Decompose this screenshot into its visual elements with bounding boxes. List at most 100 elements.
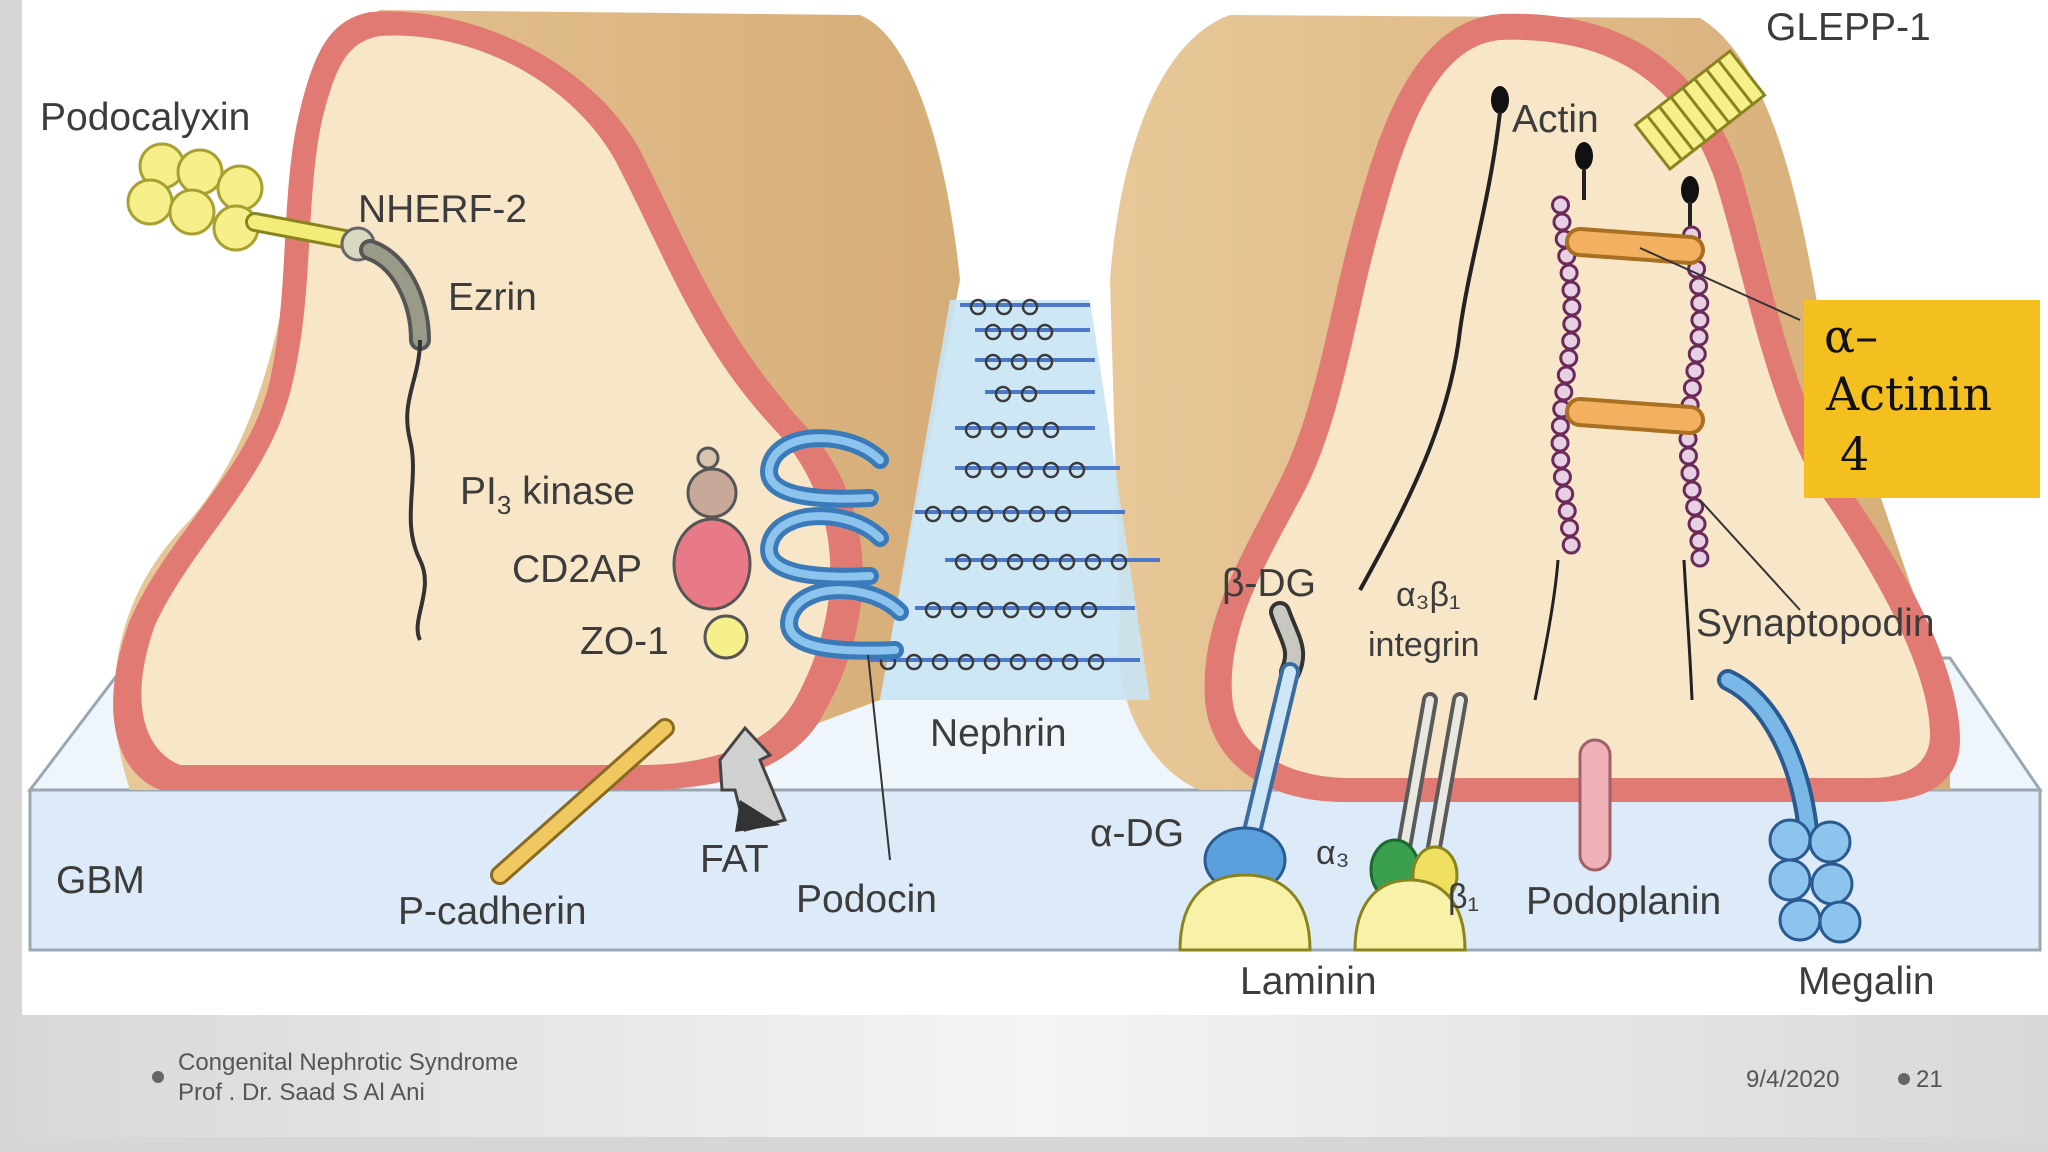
glepp1-molecule [1633, 48, 1767, 172]
footer-page-number: 21 [1916, 1066, 1943, 1093]
nephrin-loop [931, 653, 949, 671]
actin-bead [1682, 378, 1702, 398]
left-cytoplasm [141, 35, 831, 765]
label-ezrin: Ezrin [448, 276, 537, 319]
actin-bead [1562, 297, 1582, 317]
fat-molecule [718, 725, 788, 832]
label-fat: FAT [700, 838, 769, 881]
podocalyxin-molecule [126, 142, 376, 262]
actin-bead [1560, 518, 1580, 538]
actin-bead [1550, 433, 1570, 453]
actin-filaments [1358, 86, 1699, 701]
actin-bead [1682, 480, 1702, 500]
slit-diaphragm [880, 300, 1150, 700]
label-p-cadherin: P-cadherin [398, 890, 587, 933]
nephrin-loop [1054, 505, 1072, 523]
nephrin-loop [1032, 553, 1050, 571]
actin-bead [1554, 382, 1574, 402]
actin-bead [1557, 501, 1577, 521]
callout-line3: 4 [1840, 427, 1869, 481]
nephrin-loop [1087, 653, 1105, 671]
footer-author: Prof . Dr. Saad S Al Ani [178, 1079, 425, 1106]
nephrin-loop [1035, 653, 1053, 671]
nephrin-loop [976, 505, 994, 523]
actin-bead [1550, 416, 1570, 436]
nephrin-loop [983, 653, 1001, 671]
actin-bead [1559, 348, 1579, 368]
nephrin-loop [950, 505, 968, 523]
alpha-actinin-bars [1565, 227, 1801, 435]
label-cd2ap: CD2AP [512, 548, 642, 591]
integrin-molecule [1353, 692, 1468, 952]
footer-bullet-icon [152, 1071, 164, 1083]
callout-line1: α– [1824, 309, 1878, 363]
nephrin-loop [1028, 505, 1046, 523]
actin-bead [1552, 212, 1572, 232]
nephrin-loop [1009, 653, 1027, 671]
actin-bead [1561, 331, 1581, 351]
nephrin-loop [924, 601, 942, 619]
nephrin-loop [1036, 323, 1054, 341]
nephrin-loop [1054, 601, 1072, 619]
nephrin-loop [1010, 323, 1028, 341]
actin-bead [1561, 280, 1581, 300]
nephrin-loop [1110, 553, 1128, 571]
label-podocalyxin: Podocalyxin [40, 96, 250, 139]
nephrin-loop [980, 553, 998, 571]
footer-title: Congenital Nephrotic Syndrome [178, 1049, 518, 1076]
actin-bead [1689, 327, 1709, 347]
podocin-hooks [760, 429, 909, 861]
nephrin-loop [1080, 601, 1098, 619]
nephrin-loop [1058, 553, 1076, 571]
label-alpha-dg: α-DG [1090, 812, 1184, 855]
slide-footer: Congenital Nephrotic Syndrome Prof . Dr.… [22, 1015, 2048, 1137]
actin-bead [1690, 293, 1710, 313]
label-synaptopodin: Synaptopodin [1696, 602, 1935, 645]
actin-bead [1559, 263, 1579, 283]
nephrin-loop [957, 653, 975, 671]
actin-bead [1689, 276, 1709, 296]
nephrin-loop [1036, 353, 1054, 371]
label-nephrin: Nephrin [930, 712, 1067, 755]
actin-bead [1678, 446, 1698, 466]
nephrin-loop [964, 461, 982, 479]
synaptopodin-leader [1699, 499, 1801, 611]
actin-bead-chains [1550, 195, 1710, 568]
actin-bead [1562, 314, 1582, 334]
ezrin-molecule [359, 239, 431, 641]
label-actin: Actin [1512, 98, 1599, 141]
nephrin-loop [1028, 601, 1046, 619]
nephrin-loop [976, 601, 994, 619]
actin-bead [1551, 450, 1571, 470]
nephrin-loop [1010, 353, 1028, 371]
nephrin-loop [984, 323, 1002, 341]
actin-bead [1556, 365, 1576, 385]
nephrin-loop [1021, 298, 1039, 316]
actin-bead [1690, 548, 1710, 568]
nephrin-loop [995, 298, 1013, 316]
nephrin-loop [1006, 553, 1024, 571]
left-foot-process [113, 10, 960, 791]
nephrin-loop [994, 385, 1012, 403]
dystroglycan-molecule [1178, 601, 1312, 952]
nephrin-loop [950, 601, 968, 619]
nephrin-loop [954, 553, 972, 571]
label-zo1: ZO-1 [580, 620, 669, 663]
diagram-labels: Podocalyxin NHERF-2 Ezrin PI3 kinase CD2… [40, 6, 1935, 1003]
nephrin-loop [964, 421, 982, 439]
nephrin-loop [1068, 461, 1086, 479]
actin-bead [1689, 531, 1709, 551]
label-pi3-kinase: PI3 kinase [460, 470, 635, 520]
nephrin-loop [990, 421, 1008, 439]
label-alpha3: α₃ [1316, 834, 1350, 872]
label-laminin: Laminin [1240, 960, 1377, 1003]
label-integrin-top: α₃β₁ [1396, 576, 1461, 614]
actin-bead [1690, 310, 1710, 330]
nephrin-loop [905, 653, 923, 671]
actin-bead [1687, 514, 1707, 534]
alpha-actinin-4-callout: α– Actinin 4 [1804, 300, 2040, 498]
nephrin-loop [1002, 505, 1020, 523]
label-integrin-bottom: integrin [1368, 626, 1480, 664]
p-cadherin-molecule [490, 718, 675, 885]
